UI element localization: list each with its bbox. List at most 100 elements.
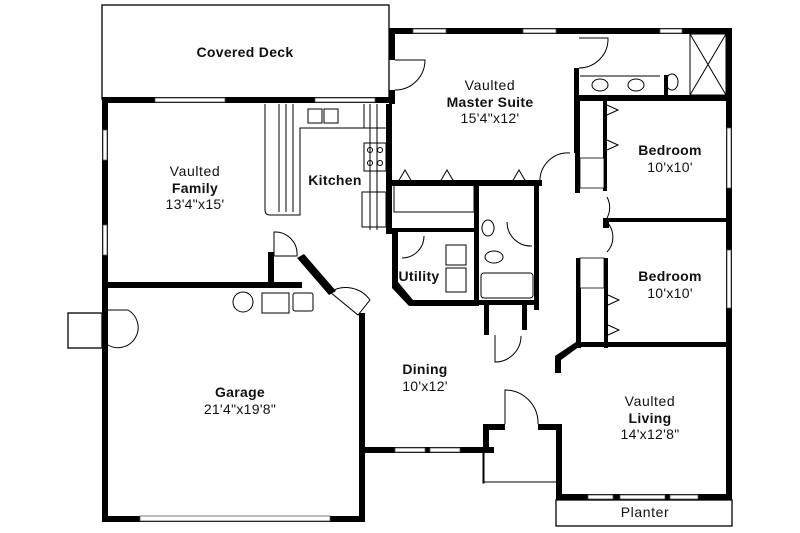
door-swing <box>606 196 614 253</box>
wall <box>359 313 365 522</box>
room-dimensions: 10'x12' <box>402 377 448 394</box>
wall <box>603 101 607 191</box>
room-prefix: Vaulted <box>464 77 516 93</box>
wall <box>392 228 398 288</box>
window <box>102 129 108 161</box>
wall <box>604 258 608 348</box>
door-swing <box>578 37 609 69</box>
room-dimensions: 15'4"x12' <box>460 110 520 127</box>
room-name: Kitchen <box>308 172 362 188</box>
room-label-bedroom-2: Bedroom 10'x10' <box>620 268 720 301</box>
wall <box>484 305 489 335</box>
wall <box>576 258 581 348</box>
door-swing <box>539 152 571 183</box>
closet <box>393 181 475 213</box>
room-label-kitchen: Kitchen <box>303 172 367 189</box>
sink-icon <box>627 78 645 92</box>
room-name: Dining <box>402 361 448 377</box>
porch-line <box>482 452 485 484</box>
room-name: Bedroom <box>638 142 702 158</box>
room-dimensions: 14'x12'8" <box>620 426 680 443</box>
room-label-covered-deck: Covered Deck <box>180 44 310 61</box>
window <box>726 249 732 309</box>
toilet-icon <box>665 73 679 91</box>
wall <box>556 424 562 499</box>
wall <box>102 282 302 288</box>
burner-icon <box>377 147 383 153</box>
window <box>619 494 666 500</box>
bathtub <box>480 272 534 299</box>
door-swing <box>273 231 298 257</box>
door-swing <box>329 287 371 316</box>
room-label-living: Vaulted Living 14'x12'8" <box>600 393 700 443</box>
room-dimensions: 10'x10' <box>647 284 693 301</box>
room-name: Living <box>628 409 672 426</box>
window <box>669 494 699 500</box>
wall <box>268 252 274 286</box>
room-label-dining: Dining 10'x12' <box>390 361 460 394</box>
room-label-planter: Planter <box>600 504 690 521</box>
wall <box>389 28 732 34</box>
dryer <box>445 267 467 293</box>
wall <box>392 228 477 232</box>
planter-outline <box>555 499 733 527</box>
counter-lines <box>278 104 294 212</box>
wall <box>389 28 395 60</box>
wall <box>664 75 668 99</box>
wall <box>359 313 365 333</box>
room-name: Master Suite <box>446 93 534 110</box>
window <box>522 28 557 34</box>
window <box>394 447 426 453</box>
room-label-family: Vaulted Family 13'4"x15' <box>140 163 250 213</box>
shower <box>689 33 727 96</box>
wall <box>389 90 395 104</box>
sink-icon <box>481 219 495 237</box>
toilet-icon <box>484 250 504 264</box>
refrigerator <box>361 191 387 228</box>
wall <box>483 424 505 430</box>
sink <box>307 108 323 124</box>
entry-door-swing <box>504 389 539 425</box>
room-name: Family <box>171 179 219 196</box>
burner-icon <box>367 147 373 153</box>
window <box>659 28 683 34</box>
room-prefix: Vaulted <box>624 393 676 409</box>
counter-lines <box>363 104 378 230</box>
garage-door <box>139 515 331 522</box>
room-label-master-suite: Vaulted Master Suite 15'4"x12' <box>420 77 560 127</box>
room-name: Covered Deck <box>196 44 294 60</box>
room-name: Utility <box>398 268 440 284</box>
wall <box>522 305 527 330</box>
sink <box>323 108 339 124</box>
wall <box>534 186 539 310</box>
room-name: Planter <box>620 504 670 520</box>
range <box>363 142 387 172</box>
window <box>429 447 461 453</box>
hanger-icon <box>607 294 621 336</box>
wall <box>604 218 732 222</box>
wall <box>579 95 732 101</box>
window <box>102 224 108 256</box>
wall <box>603 218 609 228</box>
window <box>154 97 226 103</box>
wall <box>483 424 489 453</box>
wall <box>575 101 580 193</box>
window <box>314 97 376 103</box>
shower-icon <box>689 33 727 96</box>
wall <box>474 186 479 306</box>
room-dimensions: 13'4"x15' <box>165 196 225 213</box>
room-prefix: Vaulted <box>169 163 221 179</box>
room-label-utility: Utility <box>393 268 445 285</box>
kitchen-counter <box>264 104 386 216</box>
wall <box>102 97 108 287</box>
wall <box>102 282 108 522</box>
room-name: Garage <box>214 384 266 400</box>
room-dimensions: 21'4"x19'8" <box>203 400 277 417</box>
hanger-icon <box>397 169 527 183</box>
room-label-garage: Garage 21'4"x19'8" <box>180 384 300 417</box>
wall <box>555 342 580 373</box>
door-swing <box>506 221 533 247</box>
door-swing <box>394 59 426 91</box>
room-label-bedroom-1: Bedroom 10'x10' <box>620 142 720 175</box>
wall <box>392 180 542 186</box>
